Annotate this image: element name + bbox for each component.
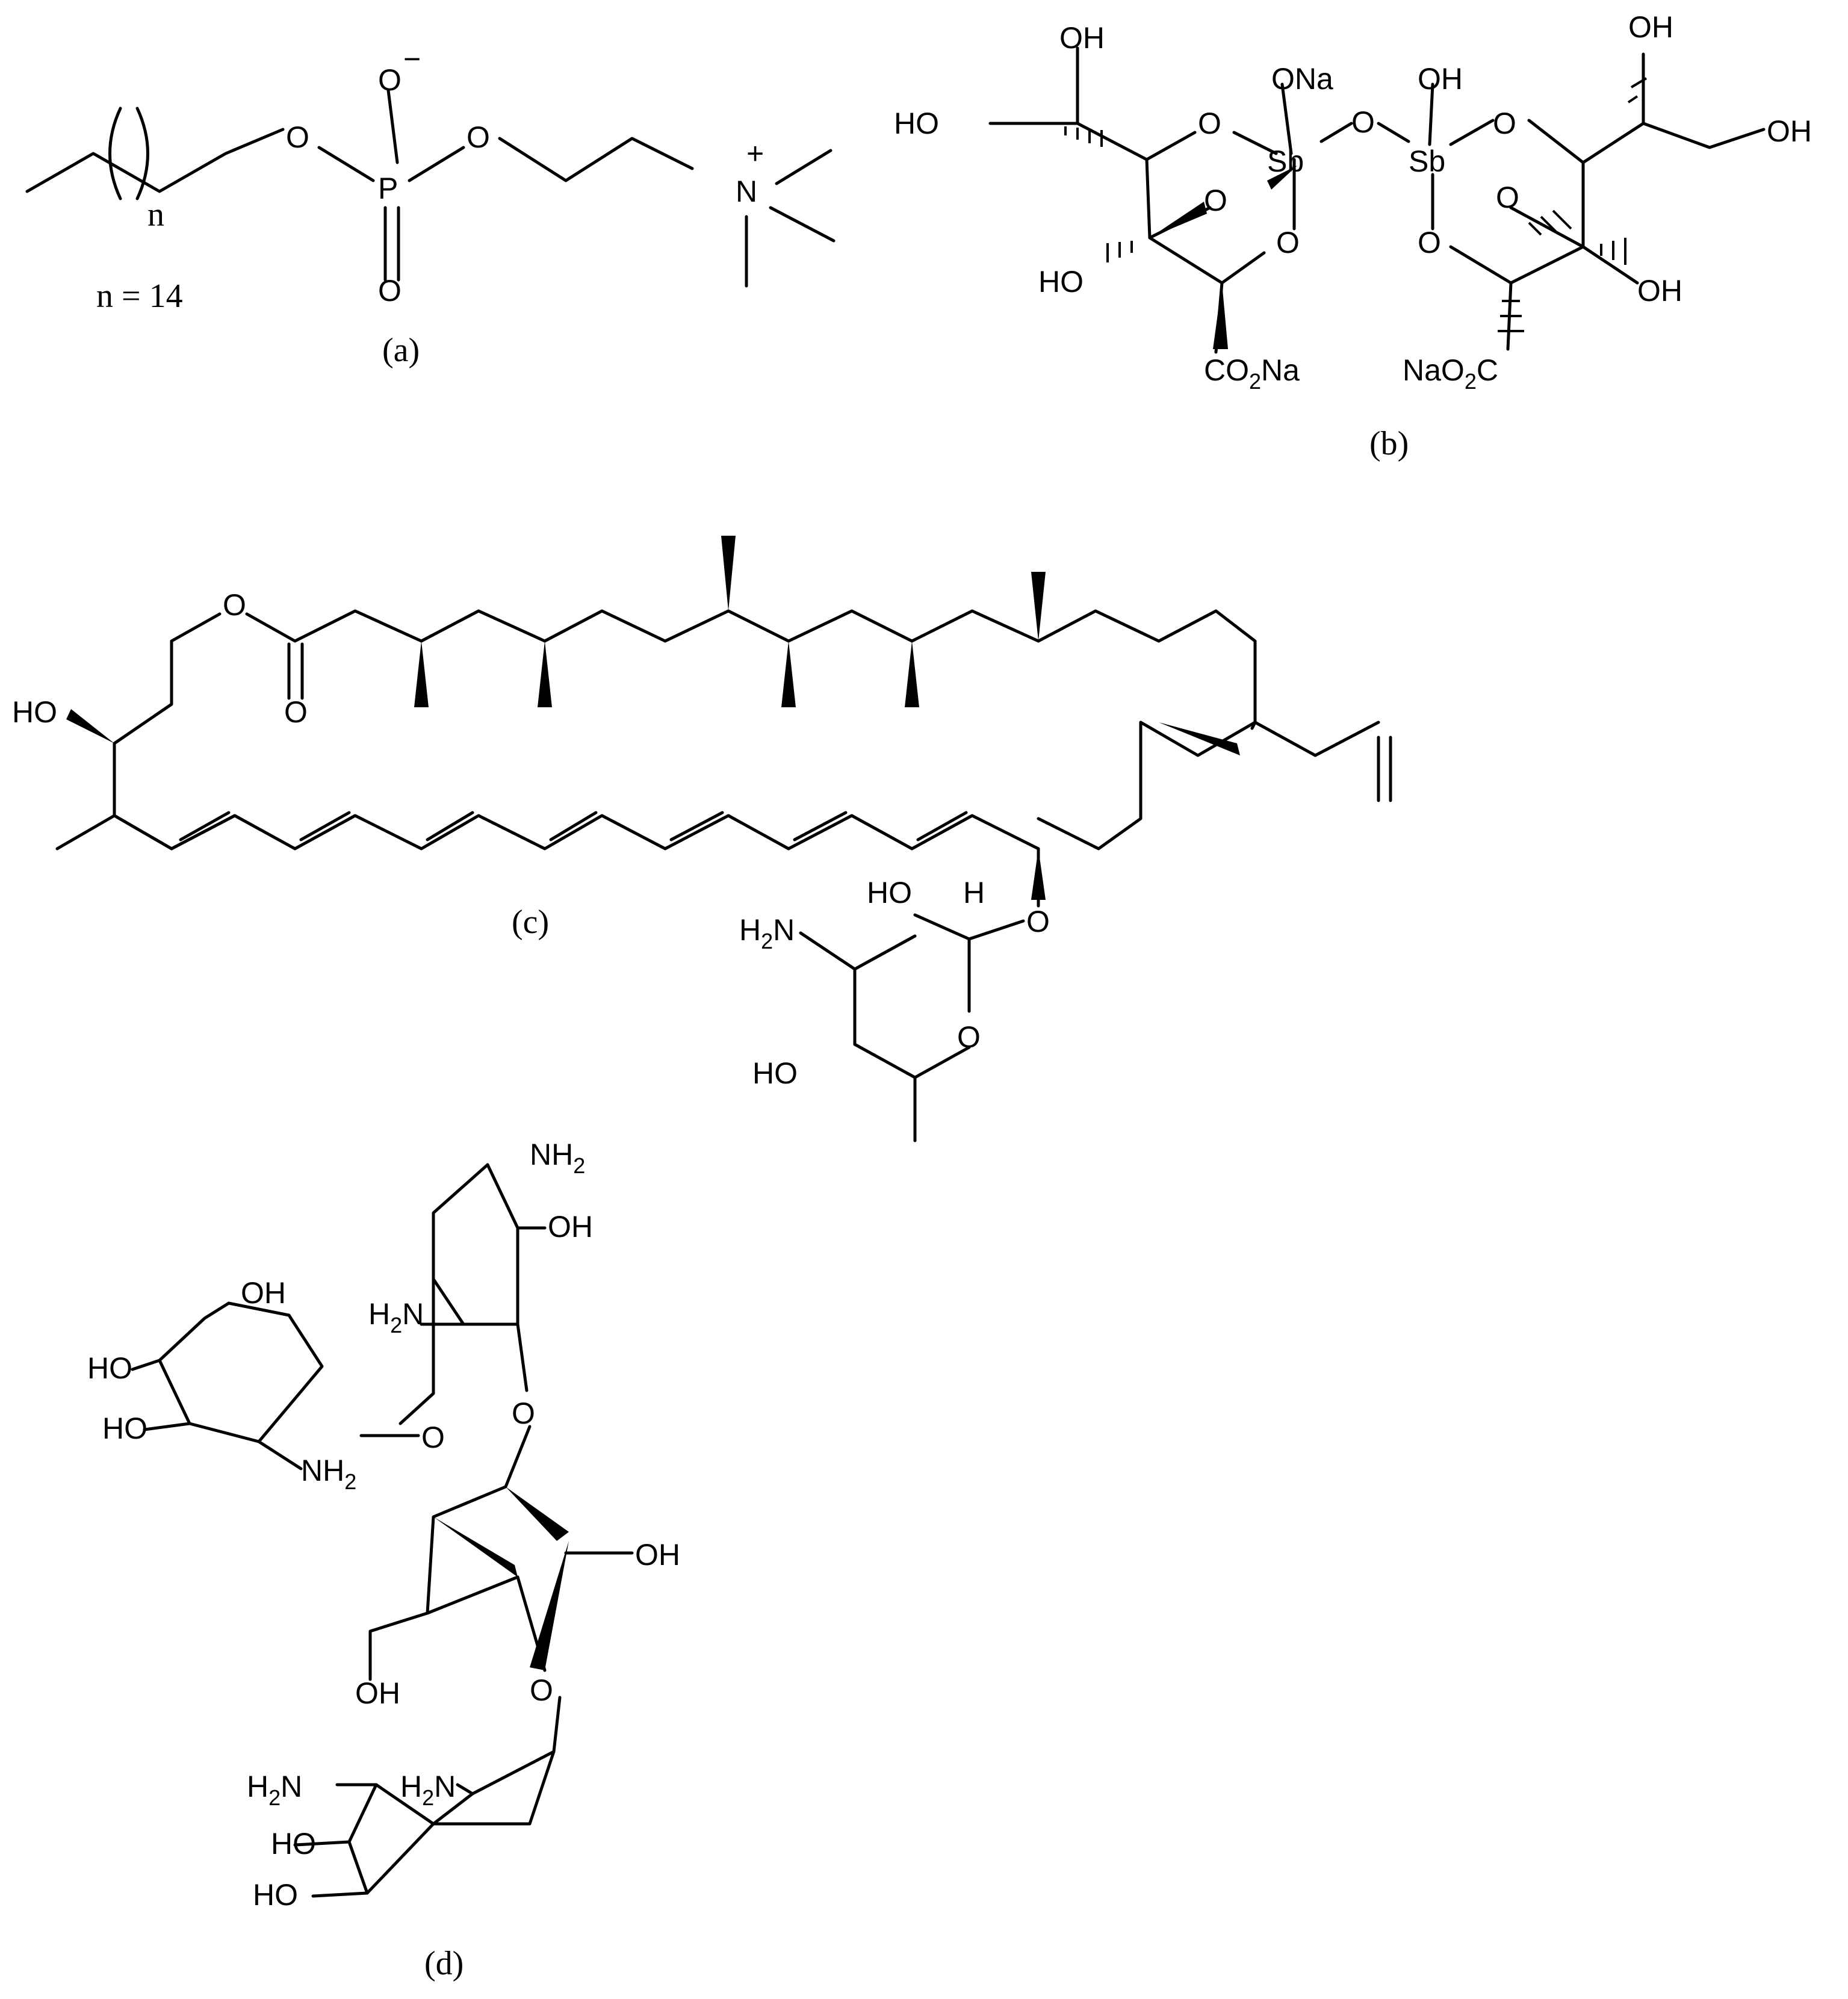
caption-a: (a) [382, 332, 420, 369]
atom-o-bridge: O [1351, 105, 1375, 139]
caption-d: (d) [424, 1945, 464, 1982]
wedge-bond [1150, 202, 1207, 238]
atom-ho: HO [253, 1878, 298, 1912]
atom-h2n: H2N [400, 1770, 456, 1810]
atom-o-link: O [530, 1673, 553, 1707]
atom-oh: OH [548, 1210, 593, 1244]
atom-o-double: O [378, 274, 402, 308]
hash-bonds-b [1064, 77, 1648, 332]
polyene-chain [113, 811, 1040, 851]
atom-o-ring: O [1198, 107, 1221, 140]
charge-minus: − [403, 42, 421, 76]
atom-nh2: NH2 [530, 1138, 585, 1178]
atom-co2na: CO2Na [1204, 353, 1300, 394]
atom-o: O [1276, 226, 1300, 259]
panel-a-structure [25, 88, 836, 288]
atom-oh: OH [241, 1276, 286, 1310]
atom-nh2: NH2 [301, 1454, 356, 1494]
atom-p: P [378, 172, 398, 205]
panel-d-structure [131, 1163, 634, 1898]
atom-o: O [1418, 226, 1441, 259]
panel-c-structure [55, 609, 1392, 908]
sugar-ring-c [799, 913, 1025, 1142]
atom-nao2c: NaO2C [1403, 353, 1498, 394]
atom-ho: HO [271, 1827, 316, 1861]
atom-ho: HO [102, 1412, 147, 1445]
atom-oh: OH [1059, 21, 1105, 55]
charge-plus: + [746, 137, 764, 170]
atom-o-carbonyl: O [284, 695, 308, 729]
caption-b: (b) [1369, 425, 1409, 462]
atom-ho: HO [894, 107, 939, 140]
atom-o-ring: O [1493, 107, 1516, 140]
atom-sb: Sb [1267, 144, 1304, 178]
repeat-index: n [147, 196, 164, 234]
atom-o: O [1496, 181, 1519, 214]
atom-o: O [286, 120, 309, 154]
atom-ona: ONa [1271, 62, 1333, 96]
atom-h2n: H2N [739, 913, 795, 953]
atom-oh: OH [1637, 274, 1682, 308]
atom-sb: Sb [1409, 144, 1445, 178]
atom-oh: OH [355, 1676, 400, 1710]
atom-ho: HO [12, 695, 57, 729]
atom-ho: HO [1038, 265, 1084, 299]
atom-h2n: H2N [368, 1297, 424, 1337]
wedge-bond [433, 1517, 518, 1577]
wedge-bond [530, 1541, 569, 1670]
atom-ho: HO [867, 876, 912, 910]
wedge-bond [1213, 283, 1228, 349]
wedge-bond [506, 1487, 569, 1541]
atom-ho: HO [87, 1351, 132, 1385]
atom-h: H [963, 876, 985, 910]
atom-o-link: O [421, 1421, 445, 1454]
atom-n-plus: N [736, 175, 757, 208]
wedge-bond [1267, 166, 1297, 190]
atom-o: O [1204, 184, 1227, 217]
atom-oh: OH [1628, 10, 1673, 44]
atom-o-link: O [512, 1396, 535, 1430]
atom-o-minus: O [378, 63, 402, 97]
atom-o-glyco: O [1026, 905, 1050, 938]
methyl-wedges [66, 536, 1240, 900]
atom-o-2: O [467, 120, 490, 154]
atom-oh: OH [1418, 62, 1463, 96]
atom-o-ester: O [223, 588, 246, 622]
atom-oh: OH [1767, 114, 1812, 148]
n-value-note: n = 14 [96, 277, 183, 315]
atom-ho: HO [752, 1056, 798, 1090]
caption-c: (c) [512, 903, 549, 941]
atom-h2n: H2N [247, 1770, 302, 1810]
atom-oh: OH [635, 1538, 680, 1572]
